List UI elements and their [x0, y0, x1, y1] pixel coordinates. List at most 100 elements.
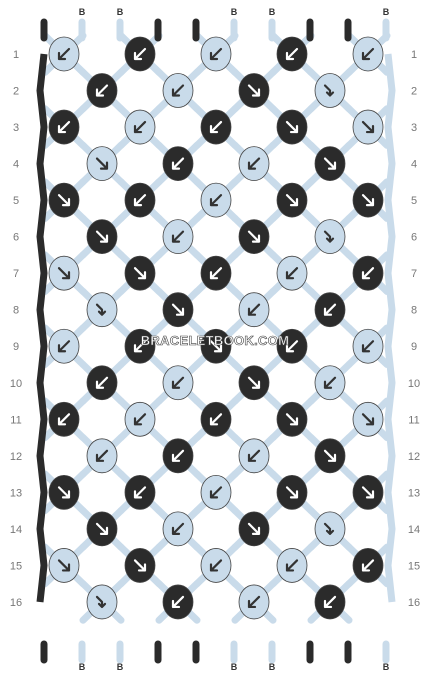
knot-direction-arrow-icon — [209, 267, 223, 280]
knot-direction-arrow-icon — [285, 559, 299, 572]
knot-direction-arrow-icon — [171, 595, 185, 609]
row-number-right: 10 — [408, 378, 420, 390]
knot — [314, 73, 346, 108]
knot — [86, 73, 118, 108]
knot-direction-arrow-icon — [361, 120, 375, 134]
knot — [276, 182, 308, 218]
knot — [352, 548, 384, 583]
knot-direction-arrow-icon — [171, 230, 185, 243]
knot-direction-arrow-icon — [247, 84, 261, 97]
row-number-right: 16 — [408, 597, 420, 609]
knot — [200, 182, 232, 218]
knot-direction-arrow-icon — [285, 194, 299, 207]
knot-direction-arrow-icon — [247, 230, 261, 243]
knot — [124, 474, 156, 510]
knot-direction-arrow-icon — [247, 522, 261, 535]
row-number-right: 13 — [408, 487, 420, 499]
knot-direction-arrow-icon — [171, 157, 185, 170]
knot — [352, 474, 384, 510]
knot-direction-arrow-icon — [361, 559, 375, 572]
knot-direction-arrow-icon — [247, 449, 261, 462]
row-number-left: 6 — [13, 232, 19, 244]
knot-direction-arrow-icon — [171, 522, 185, 535]
knot — [124, 109, 156, 145]
row-number-right: 11 — [408, 414, 419, 426]
row-number-right: 2 — [411, 86, 417, 98]
knot-direction-arrow-icon — [361, 486, 375, 499]
knot — [162, 584, 194, 620]
knot — [162, 438, 194, 474]
knot-direction-arrow-icon — [133, 120, 147, 134]
row-number-left: 9 — [13, 341, 19, 353]
knot — [200, 328, 232, 364]
knot-direction-arrow-icon — [209, 559, 223, 572]
knot-direction-arrow-icon — [95, 449, 109, 462]
knot — [86, 219, 118, 255]
knot — [314, 438, 346, 474]
knot — [352, 109, 384, 145]
knot — [124, 401, 156, 437]
knot-direction-arrow-icon — [361, 413, 375, 426]
top-thread-end-label: B — [79, 7, 86, 17]
knot — [124, 328, 156, 364]
row-number-right: 15 — [408, 560, 420, 572]
knot — [48, 548, 80, 583]
row-number-left: 12 — [10, 451, 22, 463]
row-number-right: 4 — [411, 159, 417, 171]
knot — [238, 73, 270, 108]
knot — [276, 474, 308, 510]
knot-direction-arrow-icon — [95, 522, 109, 535]
knot — [314, 365, 346, 401]
row-number-left: 15 — [10, 560, 22, 572]
knot-direction-arrow-icon — [209, 194, 223, 207]
knot — [200, 548, 232, 583]
knot-direction-arrow-icon — [57, 47, 71, 61]
top-thread-end-label: A — [193, 7, 200, 17]
row-number-right: 5 — [411, 195, 417, 207]
knot-direction-arrow-icon — [209, 486, 223, 499]
knot — [276, 255, 308, 291]
knot-direction-arrow-icon — [209, 340, 223, 353]
top-thread-end-label: B — [231, 7, 238, 17]
knot-direction-arrow-icon — [171, 449, 185, 462]
knot-direction-arrow-icon — [133, 413, 147, 426]
knot — [48, 328, 80, 364]
top-thread-end-label: B — [383, 7, 390, 17]
knot-grid — [48, 36, 384, 620]
knot-direction-arrow-icon — [247, 376, 261, 389]
knot — [48, 182, 80, 218]
bottom-thread-end-label: B — [383, 662, 390, 672]
knot — [352, 328, 384, 364]
knot — [314, 146, 346, 181]
row-number-right: 9 — [411, 341, 417, 353]
knot — [200, 255, 232, 291]
top-thread-end-label: A — [345, 7, 352, 17]
knot-direction-arrow-icon — [361, 340, 375, 353]
bottom-thread-end-label: A — [41, 662, 48, 672]
knot — [238, 584, 270, 620]
knot-direction-arrow-icon — [133, 267, 147, 280]
bottom-thread-end-label: B — [269, 662, 276, 672]
bottom-thread-end-label: B — [79, 662, 86, 672]
knot — [200, 36, 232, 72]
row-number-right: 12 — [408, 451, 420, 463]
row-number-right: 3 — [411, 122, 417, 134]
knot — [238, 365, 270, 401]
knot — [352, 255, 384, 291]
knot-direction-arrow-icon — [95, 230, 109, 243]
knot — [48, 109, 80, 145]
knot — [238, 438, 270, 474]
knot-direction-arrow-icon — [95, 84, 109, 97]
knot — [276, 328, 308, 364]
knot-direction-arrow-icon — [209, 47, 223, 61]
row-number-left: 7 — [13, 268, 19, 280]
knot — [48, 36, 80, 72]
row-number-left: 3 — [13, 122, 19, 134]
knot — [276, 36, 308, 72]
top-thread-end-label: A — [307, 7, 314, 17]
knot — [48, 474, 80, 510]
knot — [200, 474, 232, 510]
knot — [162, 73, 194, 108]
right-edge-thread — [384, 53, 396, 603]
